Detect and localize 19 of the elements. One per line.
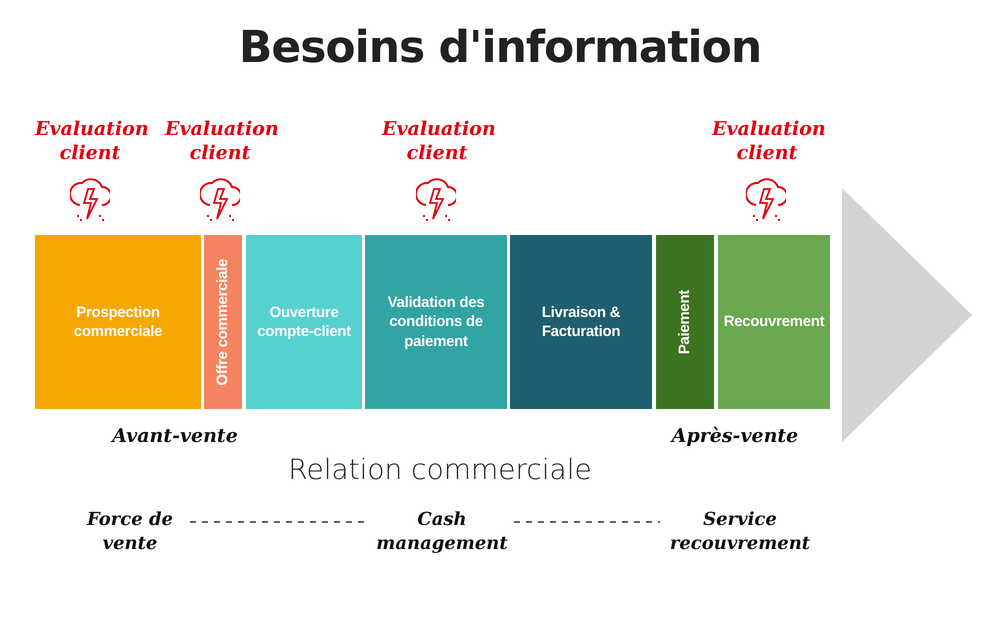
evaluation-label: Evaluation client [165, 118, 275, 166]
evaluation-label: Evaluation client [35, 118, 145, 166]
phase-label: Après-vente [669, 425, 800, 449]
evaluation-label: Evaluation client [382, 118, 492, 166]
phase-label: Avant-vente [110, 425, 239, 449]
process-box: Validation des conditions de paiement [365, 235, 507, 409]
process-box: Prospection commerciale [35, 235, 201, 409]
node-text: Force de vente [86, 509, 173, 554]
process-box: Ouverture compte-client [246, 235, 362, 409]
title: Besoins d'information [238, 22, 762, 73]
process-box: Paiement [656, 235, 714, 409]
node-text: Service recouvrement [670, 509, 810, 554]
process-box: Recouvrement [718, 235, 830, 409]
process-box: Livraison & Facturation [510, 235, 652, 409]
evaluation-label: Evaluation client [712, 118, 822, 166]
node-text: Cash management [376, 509, 508, 554]
dashed-line [514, 521, 660, 523]
section-label: Relation commerciale [287, 452, 593, 487]
process-box: Offre commerciale [204, 235, 242, 409]
